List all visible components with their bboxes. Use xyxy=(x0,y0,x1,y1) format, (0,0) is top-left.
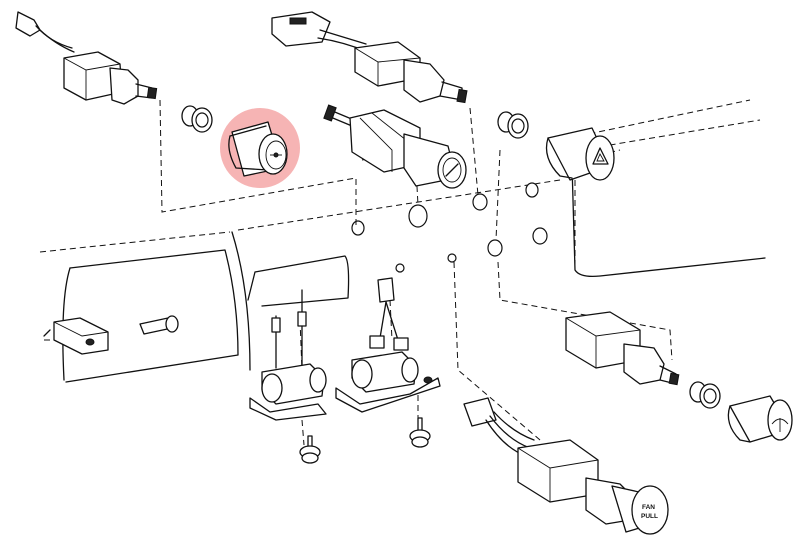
fan-knob-text-line1: FAN xyxy=(642,504,655,511)
top-left-switch xyxy=(15,11,158,105)
top-center-switch xyxy=(271,11,468,104)
bolt-right xyxy=(409,417,431,448)
fan-knob-label: FAN PULL xyxy=(641,504,658,520)
right-switch xyxy=(565,311,680,386)
left-screw xyxy=(139,315,179,335)
center-rotary-switch xyxy=(323,104,467,189)
bolt-left xyxy=(299,435,321,464)
bushing-center xyxy=(497,111,529,139)
bushing-left xyxy=(181,105,213,133)
hazard-knob[interactable] xyxy=(545,127,615,181)
panel-holes xyxy=(351,182,548,273)
fan-knob-text-line2: PULL xyxy=(641,513,658,520)
wiper-knob[interactable] xyxy=(727,395,793,443)
center-relay-left xyxy=(249,289,327,421)
dash-panel-outline xyxy=(39,99,766,383)
bushing-right xyxy=(689,381,721,409)
left-bracket xyxy=(43,317,109,355)
fan-switch xyxy=(463,397,669,535)
highlighted-knob[interactable] xyxy=(220,108,300,188)
center-relay-right xyxy=(335,277,441,413)
